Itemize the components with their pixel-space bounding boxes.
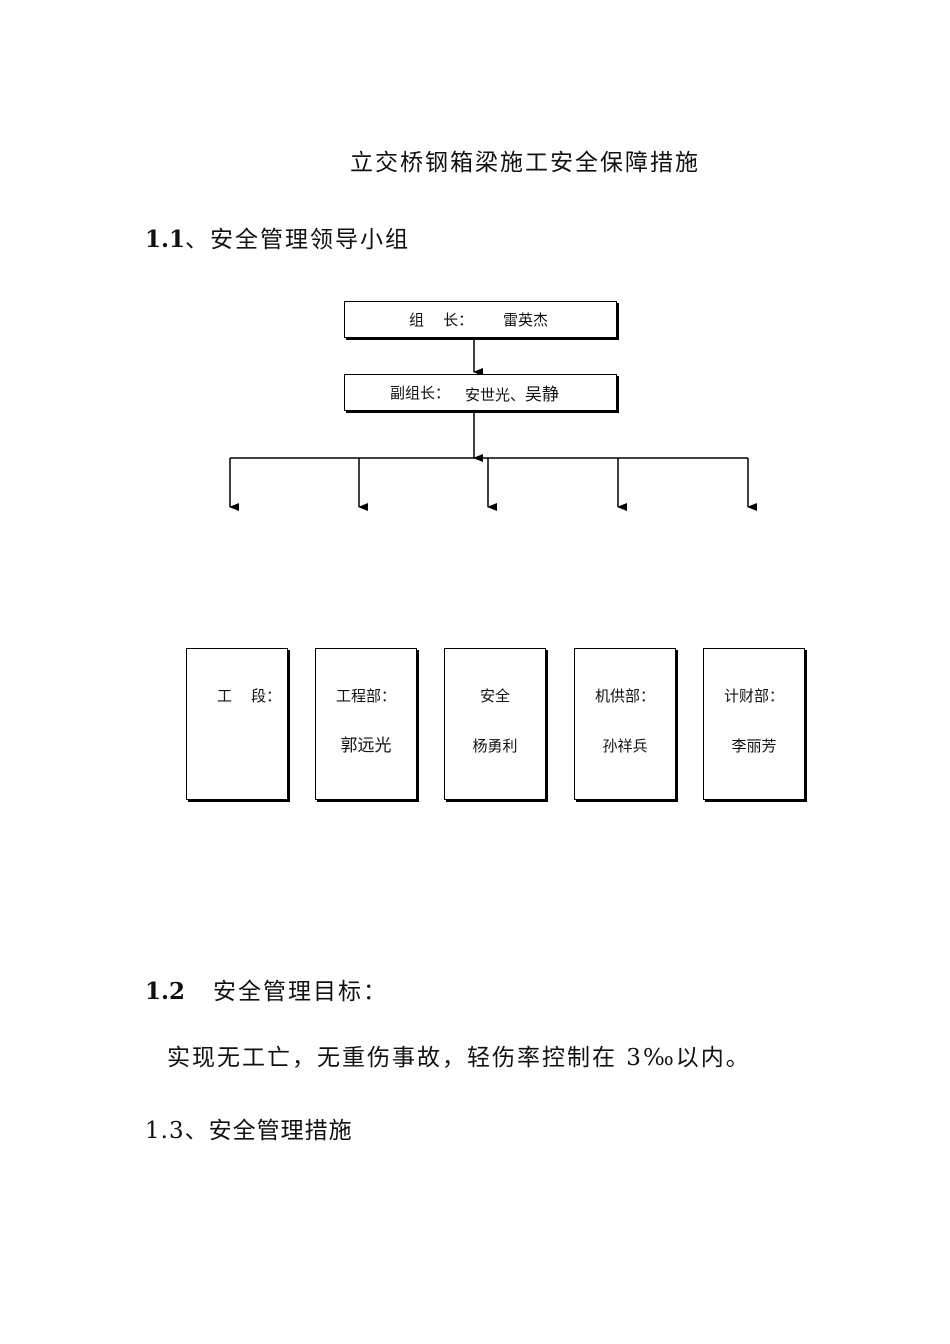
dept-box-safety: 安全 杨勇利	[444, 648, 546, 800]
dept-box-engineering: 工程部： 郭远光	[315, 648, 417, 800]
document-title: 立交桥钢箱梁施工安全保障措施	[350, 150, 700, 176]
section-heading-1-1: 1.1、安全管理领导小组	[145, 220, 410, 254]
section-heading-text: 安全管理目标：	[213, 979, 389, 1005]
dept-box-finance: 计财部： 李丽芳	[703, 648, 805, 800]
org-leader-box: 组 长： 雷英杰	[344, 301, 617, 338]
deputy-label: 副组长：	[390, 384, 451, 402]
leader-label: 组 长：	[409, 311, 474, 329]
dept-label: 安全	[479, 687, 510, 705]
dept-name: 孙祥兵	[602, 737, 648, 755]
deputy-names-part1: 安世光、	[465, 386, 526, 404]
section-heading-1-2: 1.2 安全管理目标：	[145, 972, 388, 1006]
dept-label: 工程部：	[335, 687, 396, 705]
section-heading-text: 、安全管理领导小组	[185, 227, 411, 253]
dept-name: 杨勇利	[472, 737, 518, 755]
deputy-names-part2: 吴静	[525, 385, 560, 405]
section-heading-1-3: 1.3、安全管理措施	[145, 1118, 353, 1144]
org-deputy-box: 副组长： 安世光、吴静	[344, 374, 617, 411]
dept-label: 机供部：	[594, 687, 655, 705]
dept-name: 李丽芳	[731, 737, 777, 755]
section-number: 1.2	[145, 978, 186, 1005]
dept-label: 工 段：	[217, 687, 282, 705]
deputy-names: 安世光、吴静	[465, 380, 559, 405]
dept-label: 计财部：	[723, 687, 784, 705]
dept-box-supply: 机供部： 孙祥兵	[574, 648, 676, 800]
section-number: 1.1	[145, 226, 186, 253]
dept-name: 郭远光	[340, 736, 392, 756]
leader-name: 雷英杰	[503, 311, 549, 329]
dept-box-section: 工 段：	[186, 648, 288, 800]
safety-goal-paragraph: 实现无工亡，无重伤事故，轻伤率控制在 3‰以内。	[167, 1045, 751, 1071]
